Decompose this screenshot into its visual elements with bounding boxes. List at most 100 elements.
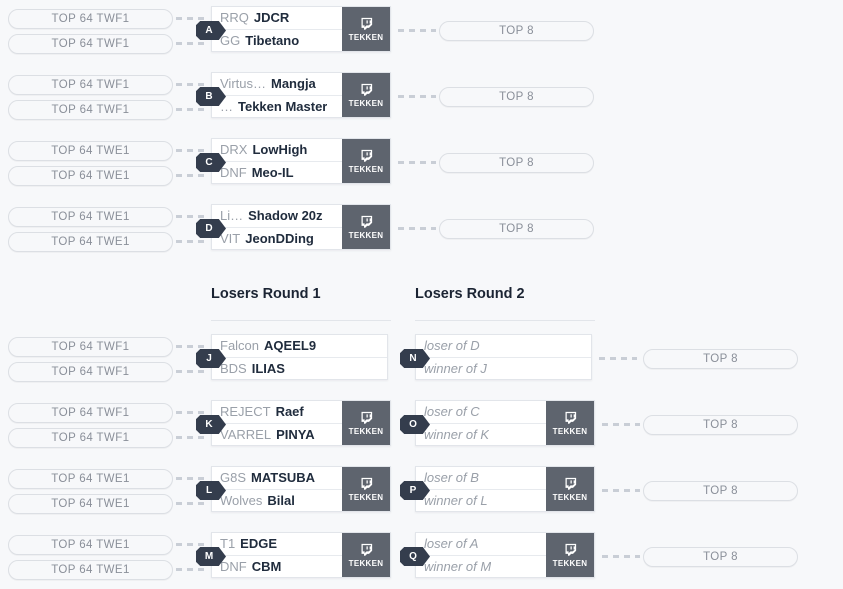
match-slot[interactable]: REJECT Raef [212, 401, 342, 423]
match-badge: L [196, 481, 226, 500]
match-box[interactable]: REJECT Raef VARREL PINYA TEKKEN [211, 400, 391, 446]
match-slot[interactable]: DNF Meo-IL [212, 160, 342, 184]
stream-station-badge[interactable]: TEKKEN [342, 73, 390, 117]
connector-dash [176, 568, 208, 571]
match-badge: K [196, 415, 226, 434]
match-badge: A [196, 21, 226, 40]
stream-station-badge[interactable]: TEKKEN [546, 467, 594, 511]
connector-dash [176, 149, 208, 152]
match-box[interactable]: loser of C winner of K TEKKEN [415, 400, 595, 446]
stream-station-badge[interactable]: TEKKEN [342, 533, 390, 577]
match-slot[interactable]: winner of K [416, 422, 546, 446]
stream-station-badge[interactable]: TEKKEN [342, 139, 390, 183]
match-slot[interactable]: … Tekken Master [212, 94, 342, 118]
stream-station-badge[interactable]: TEKKEN [342, 7, 390, 51]
seed-pill[interactable]: TOP 64 TWF1 [8, 428, 173, 448]
player-placeholder: loser of B [424, 470, 479, 486]
twitch-icon [563, 410, 578, 425]
match-slot[interactable]: loser of C [416, 401, 546, 423]
seed-pill[interactable]: TOP 64 TWF1 [8, 362, 173, 382]
twitch-icon [563, 476, 578, 491]
player-name: MATSUBA [251, 470, 316, 486]
match-slot[interactable]: loser of D [416, 335, 591, 357]
round-divider [211, 320, 391, 321]
team-tag: VIT [220, 230, 241, 246]
advance-slot[interactable]: TOP 8 [439, 153, 594, 173]
advance-slot[interactable]: TOP 8 [439, 219, 594, 239]
match-slot[interactable]: DRX LowHigh [212, 139, 342, 161]
match-slot[interactable]: DNF CBM [212, 554, 342, 578]
match-slot[interactable]: RRQ JDCR [212, 7, 342, 29]
match-slot[interactable]: Falcon AQEEL9 [212, 335, 387, 357]
match-box[interactable]: loser of A winner of M TEKKEN [415, 532, 595, 578]
match-box[interactable]: G8S MATSUBA Wolves Bilal TEKKEN [211, 466, 391, 512]
twitch-icon [359, 16, 374, 31]
stream-station-badge[interactable]: TEKKEN [546, 533, 594, 577]
match-badge: D [196, 219, 226, 238]
match-slot[interactable]: winner of M [416, 554, 546, 578]
seed-pill[interactable]: TOP 64 TWF1 [8, 337, 173, 357]
match-slot[interactable]: winner of J [416, 356, 591, 380]
match-slots: loser of A winner of M [416, 533, 546, 577]
seed-pill[interactable]: TOP 64 TWE1 [8, 207, 173, 227]
advance-slot[interactable]: TOP 8 [643, 415, 798, 435]
connector-dash [398, 227, 436, 230]
seed-pill[interactable]: TOP 64 TWE1 [8, 232, 173, 252]
seed-pill[interactable]: TOP 64 TWF1 [8, 34, 173, 54]
match-slots: T1 EDGE DNF CBM [212, 533, 342, 577]
round-divider [415, 320, 595, 321]
seed-pill[interactable]: TOP 64 TWF1 [8, 75, 173, 95]
team-tag: Virtus… [220, 76, 266, 92]
stream-station-badge[interactable]: TEKKEN [546, 401, 594, 445]
match-box[interactable]: RRQ JDCR GG Tibetano TEKKEN [211, 6, 391, 52]
match-slot[interactable]: loser of A [416, 533, 546, 555]
match-box[interactable]: loser of D winner of J [415, 334, 592, 380]
seed-pill[interactable]: TOP 64 TWE1 [8, 469, 173, 489]
match-badge: C [196, 153, 226, 172]
advance-slot[interactable]: TOP 8 [439, 87, 594, 107]
match-slot[interactable]: BDS ILIAS [212, 356, 387, 380]
match-slot[interactable]: VARREL PINYA [212, 422, 342, 446]
match-box[interactable]: Li… Shadow 20z VIT JeonDDing TEKKEN [211, 204, 391, 250]
team-tag: RRQ [220, 10, 249, 26]
match-box[interactable]: loser of B winner of L TEKKEN [415, 466, 595, 512]
match-slot[interactable]: Li… Shadow 20z [212, 205, 342, 227]
twitch-icon [359, 542, 374, 557]
match-slot[interactable]: loser of B [416, 467, 546, 489]
match-slot[interactable]: GG Tibetano [212, 28, 342, 52]
seed-pill[interactable]: TOP 64 TWE1 [8, 141, 173, 161]
seed-pill[interactable]: TOP 64 TWF1 [8, 100, 173, 120]
advance-slot[interactable]: TOP 8 [643, 547, 798, 567]
match-box[interactable]: Virtus… Mangja … Tekken Master TEKKEN [211, 72, 391, 118]
advance-slot[interactable]: TOP 8 [439, 21, 594, 41]
stream-station-badge[interactable]: TEKKEN [342, 205, 390, 249]
match-slot[interactable]: Wolves Bilal [212, 488, 342, 512]
connector-dash [176, 215, 208, 218]
match-slot[interactable]: VIT JeonDDing [212, 226, 342, 250]
match-slots: Li… Shadow 20z VIT JeonDDing [212, 205, 342, 249]
connector-dash [398, 29, 436, 32]
advance-slot[interactable]: TOP 8 [643, 481, 798, 501]
seed-pill[interactable]: TOP 64 TWF1 [8, 403, 173, 423]
stream-station-badge[interactable]: TEKKEN [342, 467, 390, 511]
stream-station-badge[interactable]: TEKKEN [342, 401, 390, 445]
match-box[interactable]: DRX LowHigh DNF Meo-IL TEKKEN [211, 138, 391, 184]
seed-pill[interactable]: TOP 64 TWE1 [8, 535, 173, 555]
match-slots: RRQ JDCR GG Tibetano [212, 7, 342, 51]
match-slot[interactable]: T1 EDGE [212, 533, 342, 555]
match-box[interactable]: T1 EDGE DNF CBM TEKKEN [211, 532, 391, 578]
match-slot[interactable]: G8S MATSUBA [212, 467, 342, 489]
player-placeholder: winner of L [424, 492, 488, 508]
match-slot[interactable]: winner of L [416, 488, 546, 512]
station-label: TEKKEN [348, 559, 384, 568]
match-box[interactable]: Falcon AQEEL9 BDS ILIAS [211, 334, 388, 380]
match-slot[interactable]: Virtus… Mangja [212, 73, 342, 95]
seed-pill[interactable]: TOP 64 TWF1 [8, 9, 173, 29]
seed-pill[interactable]: TOP 64 TWE1 [8, 560, 173, 580]
advance-slot[interactable]: TOP 8 [643, 349, 798, 369]
seed-pill[interactable]: TOP 64 TWE1 [8, 166, 173, 186]
seed-pill[interactable]: TOP 64 TWE1 [8, 494, 173, 514]
connector-dash [176, 436, 208, 439]
player-placeholder: winner of M [424, 558, 492, 574]
connector-dash [602, 423, 640, 426]
